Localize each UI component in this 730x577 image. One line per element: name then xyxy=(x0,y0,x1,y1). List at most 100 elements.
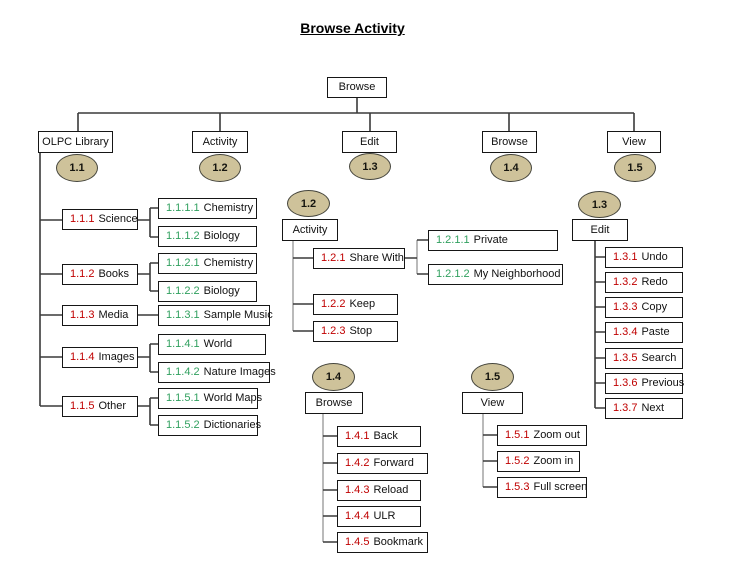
badge-edit-1-3: 1.3 xyxy=(578,191,621,218)
badge-activity-1-2: 1.2 xyxy=(287,190,330,217)
node-number: 1.5.3 xyxy=(505,481,530,493)
node-number: 1.1.2 xyxy=(70,268,95,280)
node-view-parent: View xyxy=(462,392,523,414)
node-label: Biology xyxy=(203,285,240,297)
badge-1-2: 1.2 xyxy=(199,154,241,182)
node-activity-parent: Activity xyxy=(282,219,338,241)
node-number: 1.1.5.2 xyxy=(166,419,200,431)
node-olpc-library: OLPC Library xyxy=(38,131,113,153)
node-number: 1.1.5.1 xyxy=(166,392,200,404)
node-label: Share With xyxy=(349,252,404,264)
node-label: Edit xyxy=(590,223,610,236)
node-label: Full screen xyxy=(533,481,588,493)
node-label: Bookmark xyxy=(373,536,423,548)
node-number: 1.1.1 xyxy=(70,213,95,225)
node-number: 1.1.3 xyxy=(70,309,95,321)
node-number: 1.3.1 xyxy=(613,251,638,263)
node-label: Undo xyxy=(641,251,668,263)
node-number: 1.3.4 xyxy=(613,326,638,338)
node-number: 1.1.1.1 xyxy=(166,202,200,214)
node-label: My Neighborhood xyxy=(473,268,561,280)
node-number: 1.4.4 xyxy=(345,510,370,522)
node-label: Stop xyxy=(349,325,373,337)
node-label: Browse xyxy=(491,135,528,148)
node-number: 1.4.3 xyxy=(345,484,370,496)
node-number: 1.1.5 xyxy=(70,400,95,412)
node-label: Other xyxy=(98,400,126,412)
badge-1-3: 1.3 xyxy=(349,153,391,180)
node-number: 1.3.3 xyxy=(613,301,638,313)
node-label: Next xyxy=(641,402,665,414)
node-label: ULR xyxy=(373,510,396,522)
node-label: Sample Music xyxy=(203,309,273,321)
node-number: 1.4.1 xyxy=(345,430,370,442)
node-label: Back xyxy=(373,430,398,442)
badge-1-5: 1.5 xyxy=(614,154,656,182)
node-activity: Activity xyxy=(192,131,248,153)
node-number: 1.3.6 xyxy=(613,377,638,389)
node-number: 1.1.2.1 xyxy=(166,257,200,269)
node-label: Dictionaries xyxy=(203,419,262,431)
node-browse-parent: Browse xyxy=(305,392,363,414)
node-number: 1.2.1.2 xyxy=(436,268,470,280)
node-label: Nature Images xyxy=(203,366,276,378)
badge-1-4: 1.4 xyxy=(490,154,532,182)
node-root-browse: Browse xyxy=(327,77,387,98)
node-label: View xyxy=(480,396,505,409)
node-number: 1.4.5 xyxy=(345,536,370,548)
node-number: 1.1.2.2 xyxy=(166,285,200,297)
node-number: 1.3.2 xyxy=(613,276,638,288)
node-edit-parent: Edit xyxy=(572,219,628,241)
node-label: Previous xyxy=(641,377,685,389)
node-label: Science xyxy=(98,213,138,225)
node-label: Browse xyxy=(338,81,376,93)
node-view: View xyxy=(607,131,661,153)
node-edit: Edit xyxy=(342,131,397,153)
node-number: 1.3.5 xyxy=(613,352,638,364)
node-label: Browse xyxy=(315,396,353,409)
node-label: World xyxy=(203,338,233,350)
node-number: 1.2.1.1 xyxy=(436,234,470,246)
node-number: 1.2.2 xyxy=(321,298,346,310)
node-number: 1.1.1.2 xyxy=(166,230,200,242)
node-label: World Maps xyxy=(203,392,263,404)
node-label: Copy xyxy=(641,301,668,313)
node-number: 1.1.4.1 xyxy=(166,338,200,350)
node-number: 1.4.2 xyxy=(345,457,370,469)
node-label: Activity xyxy=(292,223,328,236)
node-label: Books xyxy=(98,268,130,280)
node-label: Private xyxy=(473,234,508,246)
node-number: 1.1.4 xyxy=(70,351,95,363)
node-number: 1.2.1 xyxy=(321,252,346,264)
node-label: Search xyxy=(641,352,677,364)
node-label: Images xyxy=(98,351,135,363)
node-label: Chemistry xyxy=(203,202,254,214)
node-label: Biology xyxy=(203,230,240,242)
node-label: Redo xyxy=(641,276,668,288)
node-number: 1.5.2 xyxy=(505,455,530,467)
node-label: Chemistry xyxy=(203,257,254,269)
